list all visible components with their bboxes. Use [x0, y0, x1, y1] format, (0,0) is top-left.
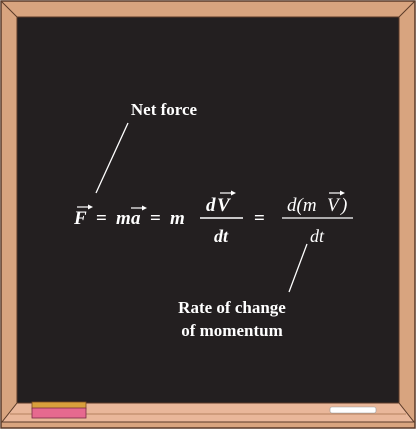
rate-of-change-label: Rate of change [178, 298, 286, 317]
of-momentum-label: of momentum [181, 321, 283, 340]
net-force-label: Net force [131, 100, 198, 119]
eq-equals-2: = [150, 208, 161, 229]
eq-m2: m [170, 208, 185, 229]
eq-d-paren: d(m [287, 195, 317, 216]
eq-equals-3: = [254, 208, 265, 229]
eq-close-paren: ) [340, 195, 347, 216]
eraser [32, 402, 86, 418]
eq-F: F [73, 208, 87, 229]
eq-m1: m [116, 208, 131, 229]
eq-dt-1: dt [214, 226, 229, 246]
chalk-stick [330, 407, 376, 413]
eq-dt-2: dt [310, 226, 325, 246]
eq-equals-1: = [96, 208, 107, 229]
eq-dV-d: d [206, 195, 216, 216]
eq-a: a [131, 208, 141, 229]
eq-dV-V: V [217, 195, 231, 216]
eraser-body [32, 408, 86, 418]
